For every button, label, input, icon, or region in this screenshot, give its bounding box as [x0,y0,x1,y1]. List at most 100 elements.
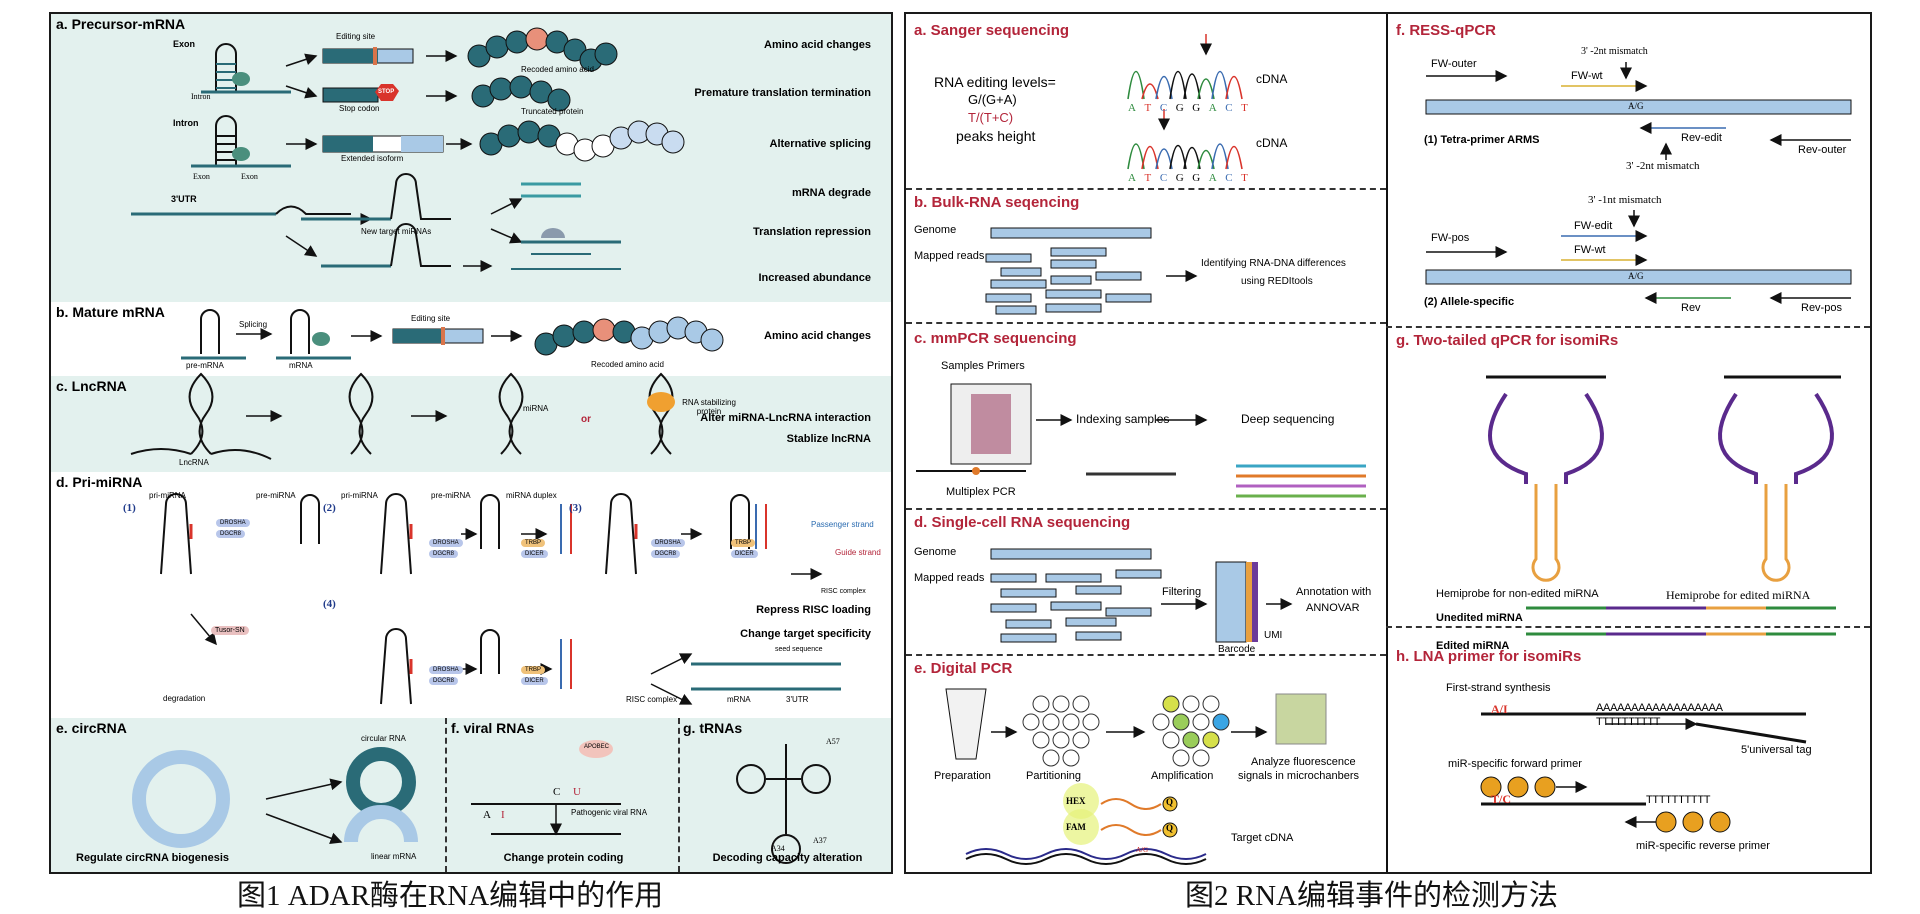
sep-fg [1386,326,1870,328]
base: A [1208,102,1217,114]
d-n3: (3) [569,502,582,514]
f2-b-identify-2: using REDItools [1241,276,1313,287]
g-result: Decoding capacity alteration [712,852,863,864]
base: G [1192,172,1201,184]
a-recoded: Recoded amino acid [521,65,594,74]
b-editing-site: Editing site [411,314,451,323]
f2-g-edited: Edited miRNA [1436,640,1510,652]
c-result-2: Stablize lncRNA [786,433,871,445]
d-barcode [1215,561,1258,643]
d-tudor: Tusor-SN [211,626,249,635]
f-c: C [553,786,561,798]
g-strands [1526,606,1836,636]
f2-d-annot-1: Annotation with [1296,586,1372,598]
base: C [1225,172,1233,184]
a-intron-small: Intron [191,92,211,101]
d-trbp-3: TRBP [521,666,546,674]
a-result-1: Amino acid changes [764,39,871,51]
f2-h-tc: T/C [1491,792,1512,806]
a-result-4: mRNA degrade [791,187,871,199]
base: T [1241,102,1248,114]
a-extended: Extended isoform [341,154,404,163]
a-result-5: Translation repression [753,226,871,238]
f2-a-cdna-2: cDNA [1256,136,1288,150]
f2-h-rev: miR-specific reverse primer [1636,840,1770,852]
f-patho: Pathogenic viral RNA [571,808,648,817]
c-mirna: miRNA [523,404,549,413]
c-helices [130,372,674,460]
sep-de [906,654,1386,656]
f2-e-hex: HEX [1066,796,1086,806]
figure-2-artwork [916,34,1852,865]
a-peaks-2 [1127,143,1243,170]
f2-e-q1: Q [1166,797,1174,807]
f2-g-hemi-2: Hemiprobe for edited miRNA [1666,588,1811,602]
d-drosha-4: DROSHA [429,666,463,674]
a-result-6: Increased abundance [758,272,872,284]
f2-a-formula-2: G/(G+A) [968,92,1017,107]
f2-d-filtering: Filtering [1162,586,1202,598]
f2-f-allele: (2) Allele-specific [1424,296,1515,308]
g-a57: A57 [826,737,840,746]
f2-d-genome: Genome [914,546,957,558]
d-seed: seed sequence [775,646,823,653]
f2-d-mapped: Mapped reads [914,572,985,584]
d-trbp-1: TRBP [521,539,546,547]
f2-f-ag2: A/G [1628,271,1644,281]
d-dicer-3: DICER [521,677,548,685]
f2-e-q2: Q [1166,823,1174,833]
a-exon-left: Exon [193,172,210,181]
f-result: Change protein coding [503,852,624,864]
f2-c-title: c. mmPCR sequencing [914,330,1077,347]
a-stop: STOP [378,89,395,95]
base: A [1128,102,1136,114]
f2-d-barcode: Barcode [1218,644,1256,655]
b-mrna: mRNA [289,361,313,370]
a-result-3: Alternative splicing [769,138,871,150]
f2-f-title: f. RESS-qPCR [1396,22,1497,39]
f2-d-title: d. Single-cell RNA sequencing [914,514,1131,531]
a-beads-3 [479,120,685,162]
b-reads [985,247,1152,315]
base: T [1144,102,1152,114]
a-title: a. Precursor-mRNA [56,16,186,32]
b-title: b. Mature mRNA [56,304,165,320]
d-passenger: Passenger strand [811,520,874,529]
d-dgcr8-2: DGCR8 [429,550,459,558]
d-dicer-2: DICER [731,550,758,558]
f2-d-umi: UMI [1264,630,1283,641]
f2-e-analyze-2: signals in microchanbers [1238,770,1360,782]
d-dgcr8-3: DGCR8 [651,550,681,558]
c-stab: RNA stabilizing protein [682,398,736,416]
f2-e-amp: Amplification [1151,770,1214,782]
f2-h-ai: A/I [1491,702,1508,716]
base: T [1144,172,1152,184]
f2-b-title: b. Bulk-RNA seqencing [914,194,1080,211]
f2-e-title: e. Digital PCR [914,660,1013,677]
figure-2-caption: 图2 RNA编辑事件的检测方法 [1185,880,1558,912]
base: G [1175,172,1184,184]
f2-h-first: First-strand synthesis [1446,682,1551,694]
f2-h-title: h. LNA primer for isomiRs [1396,648,1582,665]
d-n1: (1) [123,502,136,514]
g-trna [736,744,831,864]
d-title: d. Pri-miRNA [56,474,143,490]
a-new-targets: New target miRNAs [361,227,432,236]
figure-1-frame: a. Precursor-mRNA Exon Intron Intron Exo… [49,12,893,874]
e-wells-1 [1022,695,1100,767]
f2-h-polyT: TTTTTTTTTT [1596,716,1661,728]
d-n2: (2) [323,502,336,514]
g-title: g. tRNAs [683,720,743,736]
divider-fg [678,718,680,872]
f2-f-fwwt: FW-wt [1571,70,1603,82]
sep-bc [906,322,1386,324]
base: G [1192,102,1201,114]
d-drosha-2: DROSHA [429,539,463,547]
f2-a-formula-3: T/(T+C) [968,110,1014,125]
f-title: f. viral RNAs [451,720,535,736]
d-degradation: degradation [163,694,206,703]
e-wells-2 [1152,695,1230,767]
f2-a-formula-1: RNA editing levels= [934,74,1056,90]
d-reads [990,569,1162,643]
d-duplex: miRNA duplex [506,491,557,500]
